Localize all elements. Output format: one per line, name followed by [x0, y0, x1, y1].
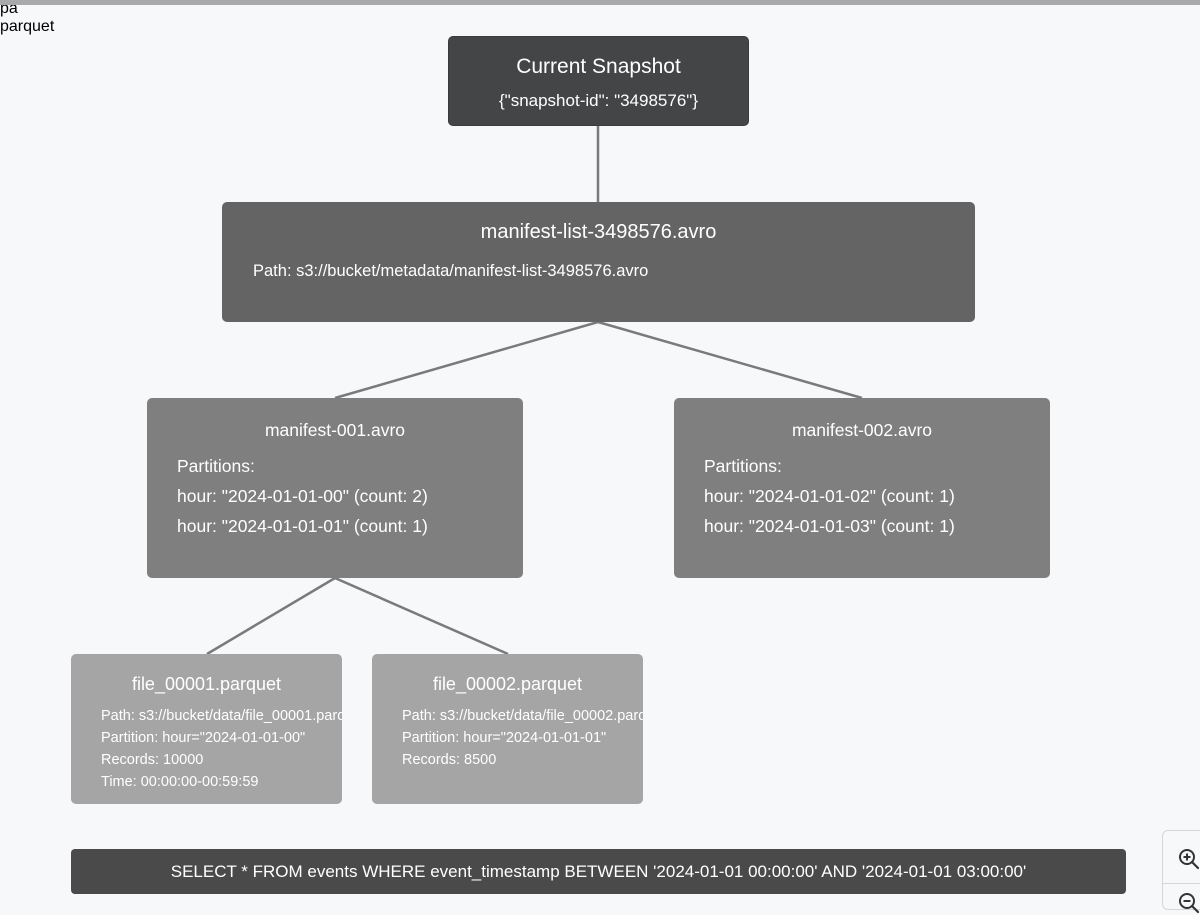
file-records: Records: 10000 — [101, 752, 204, 768]
manifest-list-node[interactable]: manifest-list-3498576.avro Path: s3://bu… — [222, 202, 975, 322]
file-path: Path: s3://bucket/data/file_00002.parque… — [402, 708, 643, 724]
file-00001-node[interactable]: file_00001.parquet Path: s3://bucket/dat… — [71, 654, 342, 804]
zoom-controls — [1162, 830, 1200, 914]
manifest-partition-entry: hour: "2024-01-01-01" (count: 1) — [177, 516, 428, 536]
window-top-border — [0, 0, 1200, 5]
file-00002-node[interactable]: file_00002.parquet Path: s3://bucket/dat… — [372, 654, 643, 804]
snapshot-id: {"snapshot-id": "3498576"} — [498, 91, 698, 110]
file-title: file_00002.parquet — [432, 674, 583, 694]
manifest-partition-entry: hour: "2024-01-01-03" (count: 1) — [704, 516, 955, 536]
file-00002-path-overflow: parquet — [0, 18, 55, 35]
file-path: Path: s3://bucket/data/file_00001.parque… — [101, 708, 342, 724]
current-snapshot-node[interactable]: Current Snapshot {"snapshot-id": "349857… — [448, 36, 749, 126]
manifest-partition-entry: hour: "2024-01-01-02" (count: 1) — [704, 486, 955, 506]
connector-manifest-list-to-manifest-002 — [597, 320, 863, 400]
manifest-list-title: manifest-list-3498576.avro — [480, 221, 717, 243]
manifest-partitions-label: Partitions: — [177, 456, 255, 476]
manifest-partitions-label: Partitions: — [704, 456, 782, 476]
manifest-title: manifest-001.avro — [264, 420, 406, 440]
file-partition: Partition: hour="2024-01-01-00" — [101, 730, 306, 746]
connector-manifest-list-to-manifest-001 — [334, 320, 599, 400]
manifest-002-node[interactable]: manifest-002.avro Partitions: hour: "202… — [674, 398, 1050, 578]
zoom-out-icon[interactable] — [1177, 891, 1200, 915]
manifest-partition-entry: hour: "2024-01-01-00" (count: 2) — [177, 486, 428, 506]
zoom-divider — [1163, 883, 1200, 884]
file-time-range: Time: 00:00:00-00:59:59 — [101, 774, 259, 790]
file-records: Records: 8500 — [402, 752, 497, 768]
file-partition: Partition: hour="2024-01-01-01" — [402, 730, 607, 746]
connector-manifest-001-to-file-00002 — [334, 576, 509, 656]
manifest-list-path: Path: s3://bucket/metadata/manifest-list… — [253, 262, 649, 280]
connector-manifest-001-to-file-00001 — [206, 576, 336, 656]
file-title: file_00001.parquet — [131, 674, 282, 694]
snapshot-title: Current Snapshot — [516, 55, 681, 78]
sql-query-bar: SELECT * FROM events WHERE event_timesta… — [71, 849, 1126, 894]
zoom-in-icon[interactable] — [1177, 847, 1200, 871]
manifest-title: manifest-002.avro — [791, 420, 933, 440]
manifest-001-node[interactable]: manifest-001.avro Partitions: hour: "202… — [147, 398, 523, 578]
